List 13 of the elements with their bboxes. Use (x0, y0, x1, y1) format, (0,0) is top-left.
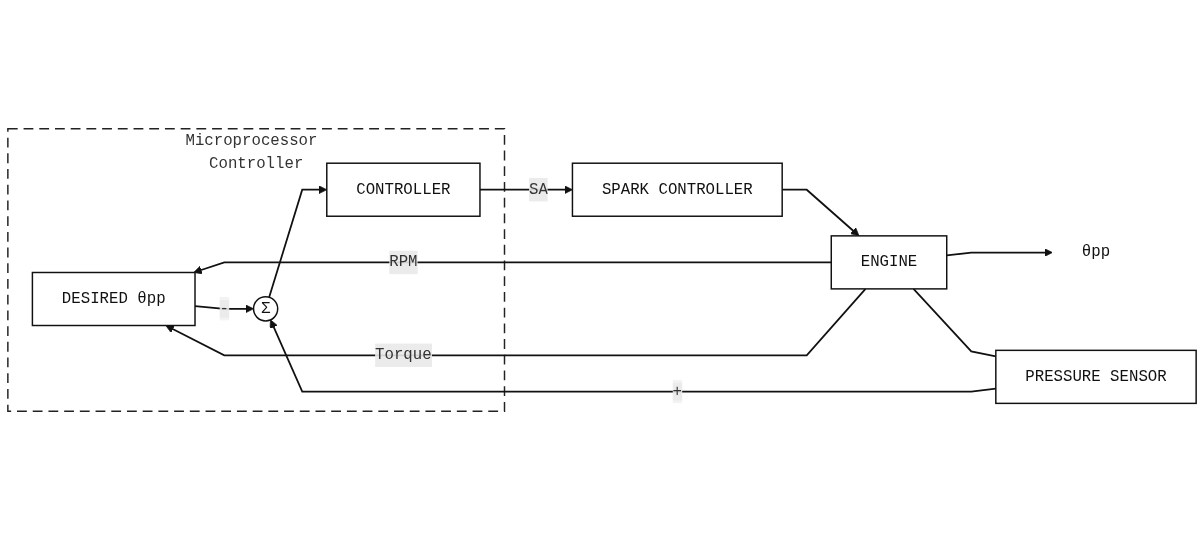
edge-label: + (672, 382, 683, 401)
node-box: DESIRED θpp (31, 271, 196, 327)
arrow (165, 287, 867, 357)
node-box: ENGINE (830, 235, 948, 290)
node-text: θpp (1081, 243, 1111, 262)
node-box: CONTROLLER (326, 162, 481, 217)
edge-label: RPM (389, 253, 418, 272)
edge-label: - (219, 299, 229, 318)
edge-label: SA (529, 180, 548, 199)
edge-label: Torque (375, 346, 432, 365)
node-box: SPARK CONTROLLER (571, 162, 783, 217)
node-circle: Σ (252, 295, 279, 322)
node-box: PRESSURE SENSOR (995, 349, 1197, 405)
